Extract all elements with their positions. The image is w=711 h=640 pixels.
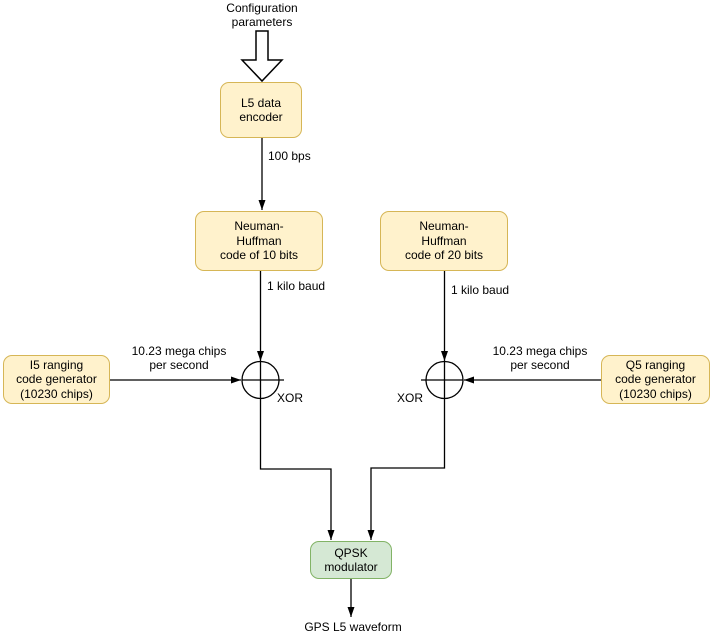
block-arrow-down-icon [240, 30, 284, 83]
chip-rate-left-label: 10.23 mega chips per second [131, 344, 227, 372]
neuman-huffman-10-node: Neuman- Huffman code of 10 bits [195, 211, 323, 271]
output-waveform-label: GPS L5 waveform [304, 620, 402, 634]
config-parameters-label: Configuration parameters [226, 1, 298, 29]
q5-ranging-generator-node: Q5 ranging code generator (10230 chips) [601, 355, 710, 404]
xor-left-label: XOR [277, 391, 304, 405]
data-rate-label: 100 bps [268, 149, 311, 163]
neuman-huffman-20-node: Neuman- Huffman code of 20 bits [380, 211, 508, 271]
edge-xor-left-to-qpsk [259, 362, 335, 540]
qpsk-modulator-node: QPSK modulator [310, 541, 392, 579]
l5-data-encoder-node: L5 data encoder [220, 82, 302, 138]
i5-ranging-generator-node: I5 ranging code generator (10230 chips) [3, 355, 110, 404]
xor-right-label: XOR [396, 391, 423, 405]
chip-rate-right-label: 10.23 mega chips per second [492, 344, 588, 372]
baud-right-label: 1 kilo baud [451, 283, 510, 297]
baud-left-label: 1 kilo baud [267, 279, 326, 293]
edge-xor-right-to-qpsk [367, 362, 446, 540]
